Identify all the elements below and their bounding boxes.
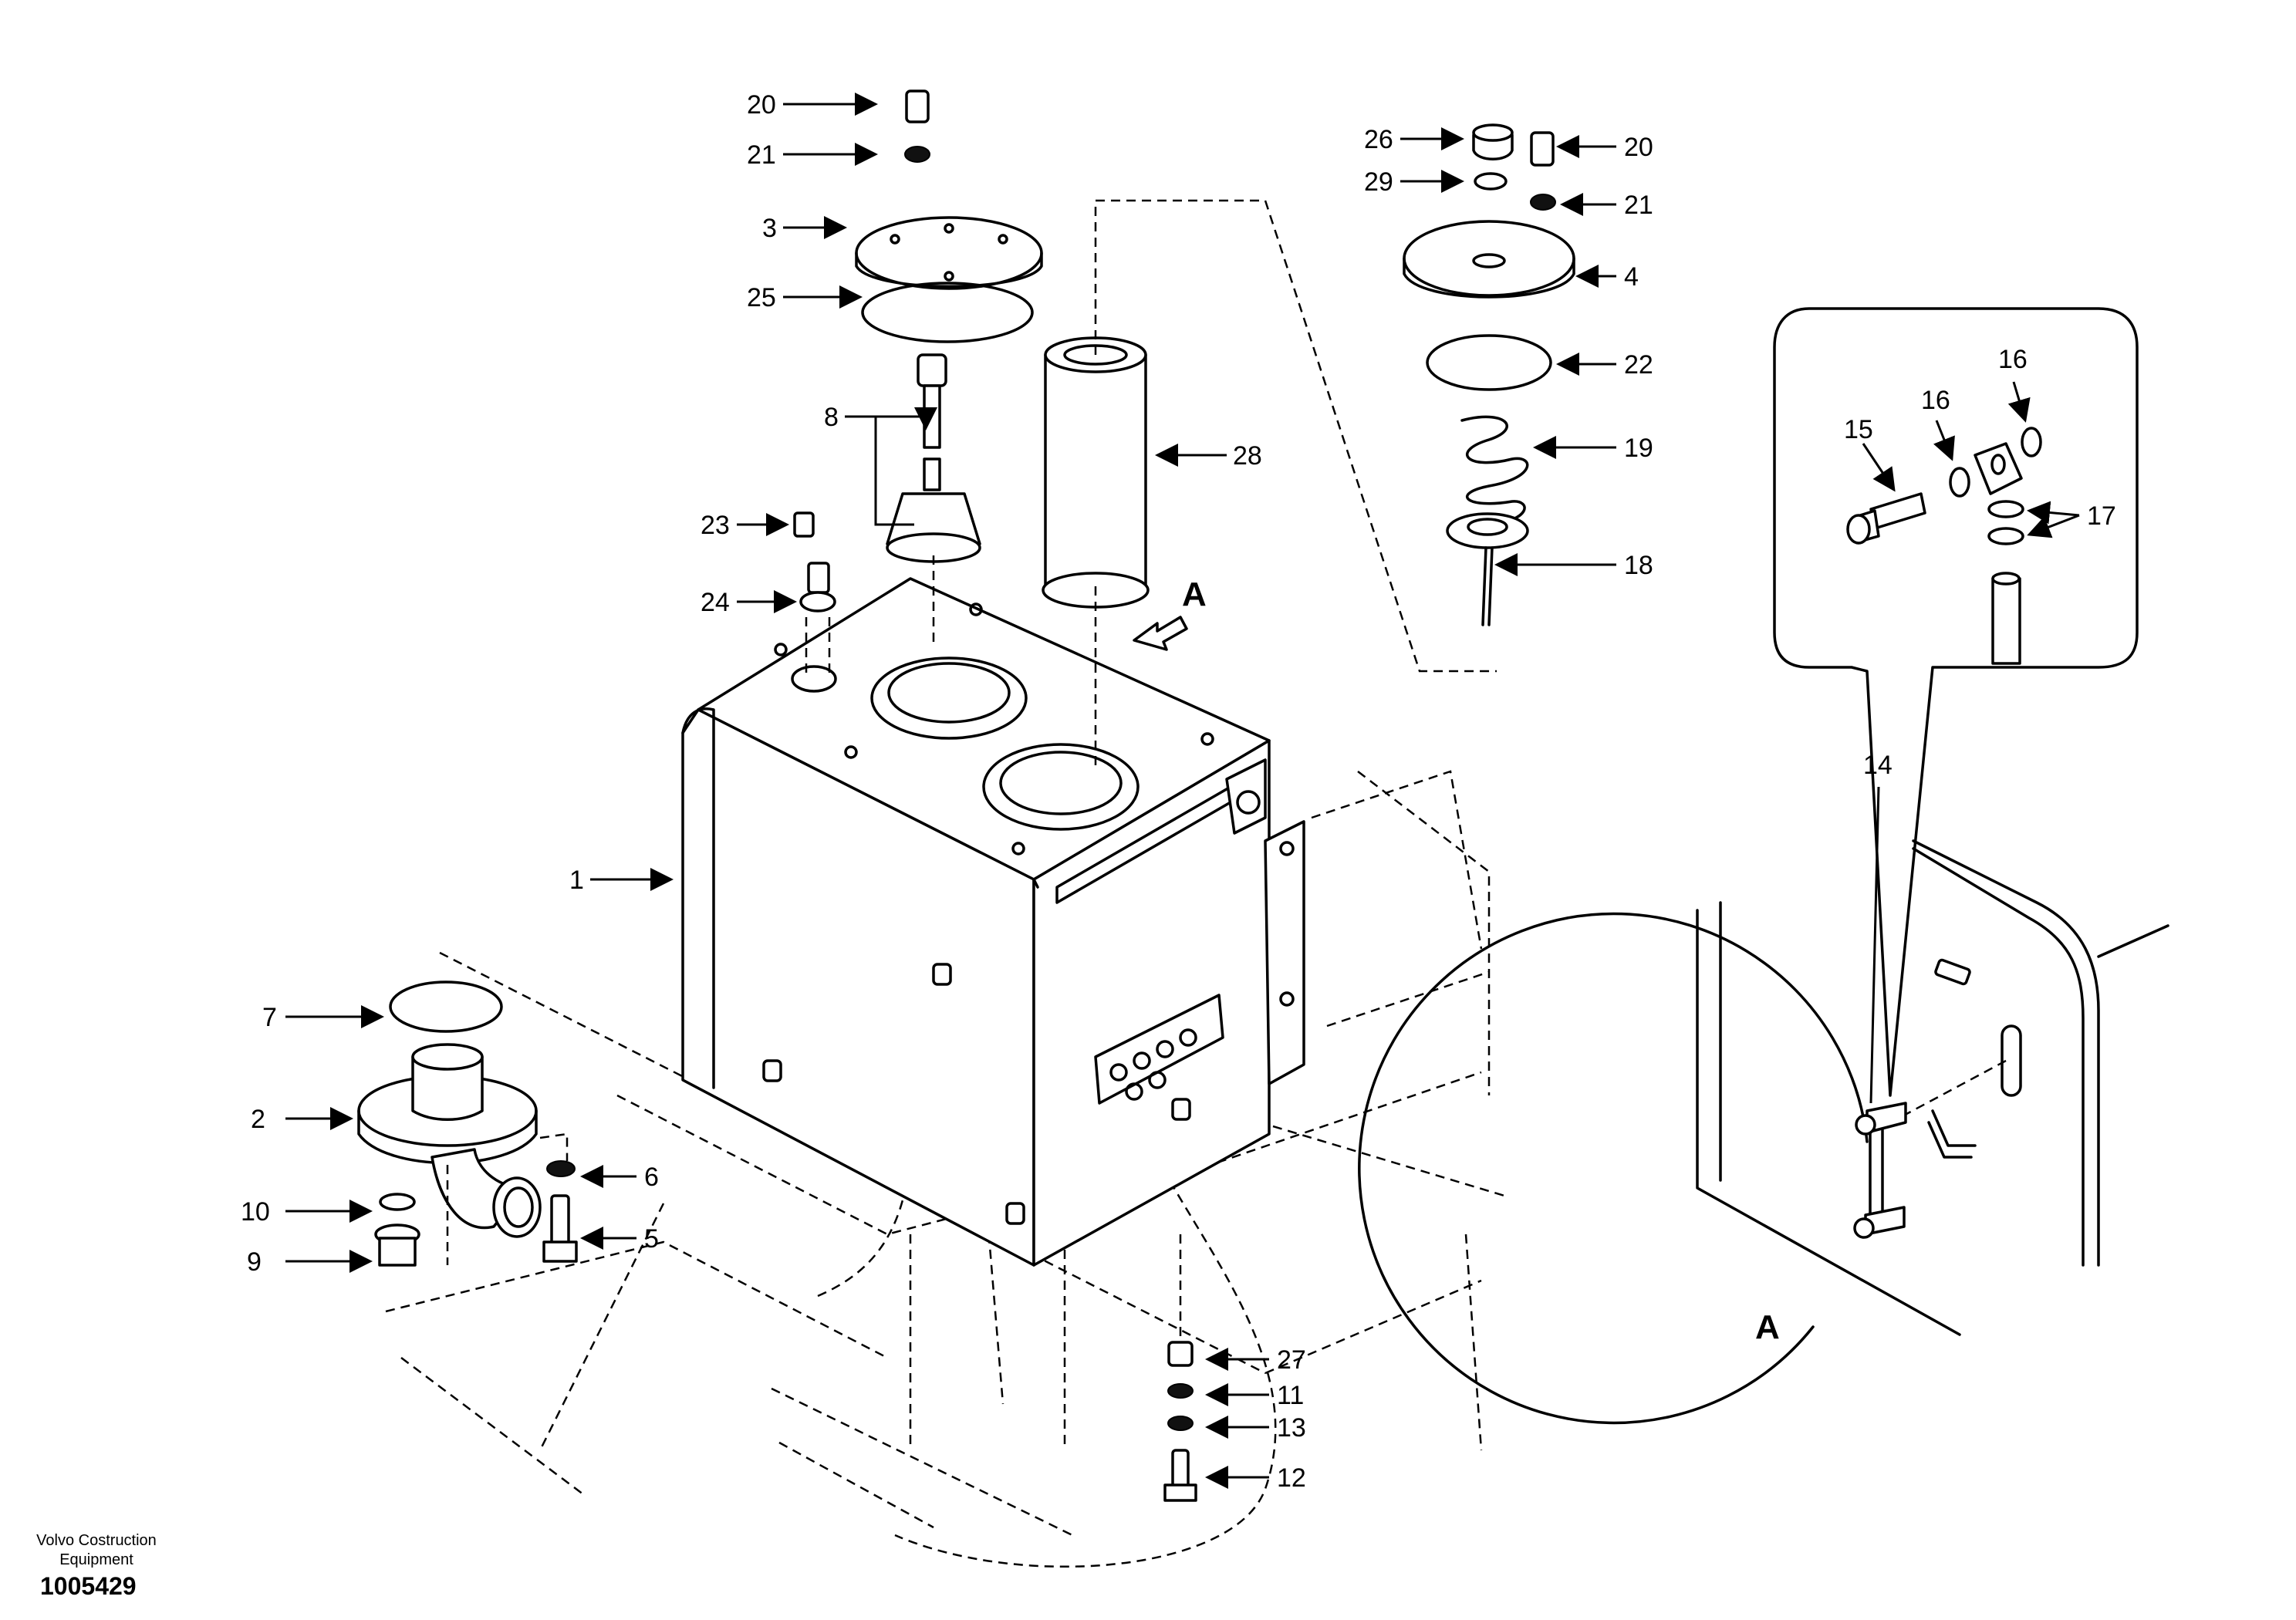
callout-3: 3 [762, 214, 777, 243]
callout-21-top-left: 21 [747, 140, 776, 170]
callout-6: 6 [644, 1163, 659, 1192]
callout-10: 10 [241, 1197, 270, 1227]
callout-7: 7 [262, 1003, 277, 1032]
callout-1: 1 [569, 866, 584, 895]
company-name-line1: Volvo Costruction [36, 1532, 157, 1549]
callout-labels: 20 21 3 25 8 28 23 24 1 7 2 10 9 6 5 27 … [241, 90, 2116, 1493]
drain-port-parts [793, 511, 836, 675]
callout-23: 23 [701, 511, 730, 540]
callout-28: 28 [1233, 441, 1262, 471]
return-filter-element [1042, 199, 1497, 771]
callout-2: 2 [251, 1105, 265, 1134]
view-arrow-label: A [1182, 575, 1207, 613]
callout-20-top-right: 20 [1624, 133, 1653, 162]
breather-assembly [1403, 123, 1575, 626]
callout-26: 26 [1364, 125, 1393, 154]
strainer-assembly [886, 353, 981, 648]
callout-14: 14 [1863, 751, 1893, 780]
callout-16-left: 16 [1921, 386, 1950, 415]
detail-a: A [1358, 307, 2169, 1425]
company-name: Volvo Costruction Equipment [15, 1531, 177, 1570]
callout-24: 24 [701, 588, 730, 617]
callout-16-right: 16 [1998, 345, 2028, 374]
callout-17: 17 [2087, 501, 2116, 531]
company-name-line2: Equipment [59, 1551, 133, 1568]
view-a-arrow: A [1133, 575, 1207, 651]
mounting-bolts [1163, 1234, 1197, 1502]
flange-bolts [539, 1132, 578, 1263]
callout-15: 15 [1844, 415, 1873, 444]
callout-18: 18 [1624, 551, 1653, 580]
callout-20-top-left: 20 [747, 90, 776, 120]
callout-12: 12 [1277, 1463, 1306, 1493]
callout-8: 8 [824, 403, 839, 432]
callout-5: 5 [644, 1224, 659, 1254]
tank-cover [855, 89, 1043, 343]
callout-19: 19 [1624, 434, 1653, 463]
leader-lines [285, 93, 2080, 1489]
hydraulic-tank [681, 577, 1305, 1267]
suction-pipe [357, 980, 542, 1267]
detail-view-label: A [1755, 1308, 1780, 1346]
callout-11: 11 [1277, 1381, 1304, 1410]
callout-29: 29 [1364, 167, 1393, 197]
callout-4: 4 [1624, 262, 1639, 292]
callout-27: 27 [1277, 1345, 1306, 1375]
drawing-number: 1005429 [40, 1572, 137, 1600]
callout-25: 25 [747, 283, 776, 312]
callout-22: 22 [1624, 350, 1653, 380]
callout-21-top-right: 21 [1624, 191, 1653, 220]
callout-9: 9 [247, 1247, 262, 1277]
callout-13: 13 [1277, 1413, 1306, 1443]
